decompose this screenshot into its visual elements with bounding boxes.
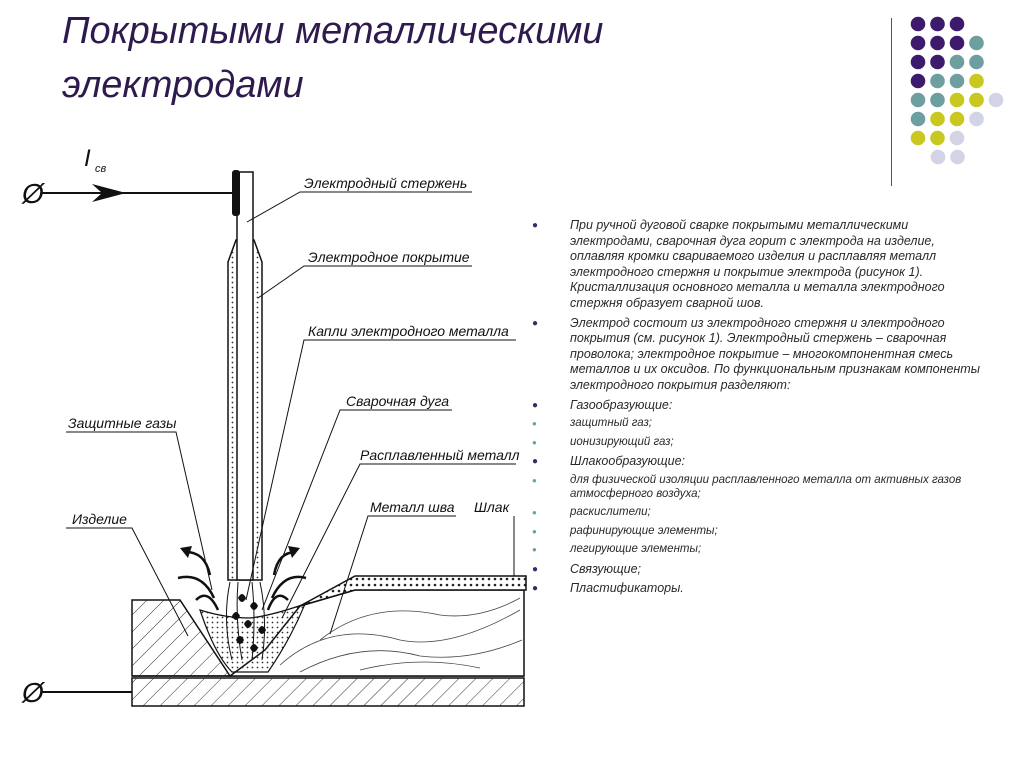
sub-bullet-text: для физической изоляции расплавленного м… bbox=[570, 473, 962, 500]
bullet-item: ● Шлакообразующие: bbox=[532, 454, 990, 470]
decor-dot bbox=[950, 149, 965, 165]
bullet-text: Пластификаторы. bbox=[570, 581, 684, 596]
decor-dot bbox=[949, 92, 965, 108]
bullet-item: ● Пластификаторы. bbox=[532, 581, 990, 597]
terminal-top-symbol: Ø bbox=[21, 178, 46, 209]
sub-bullet-marker-icon: ● bbox=[532, 508, 537, 518]
decor-dot bbox=[930, 92, 945, 108]
decor-dot bbox=[949, 54, 965, 70]
label-gases: Защитные газы bbox=[68, 415, 177, 431]
decor-dot bbox=[930, 35, 945, 51]
bullet-marker-icon: ● bbox=[532, 399, 539, 411]
label-arc: Сварочная дуга bbox=[346, 393, 449, 409]
bullet-item: ● Электрод состоит из электродного стержн… bbox=[532, 316, 990, 394]
decor-dot bbox=[969, 92, 984, 108]
terminal-bottom-symbol: Ø bbox=[21, 677, 46, 708]
current-arrow-icon bbox=[92, 184, 126, 202]
current-symbol: I bbox=[84, 145, 91, 172]
label-leader-lines bbox=[66, 191, 516, 637]
sub-bullet-text: рафинирующие элементы; bbox=[570, 524, 718, 537]
sub-bullet-item: ● ионизирующий газ; bbox=[532, 436, 990, 450]
decor-dot bbox=[930, 54, 945, 70]
decor-dot bbox=[949, 35, 965, 51]
slide-title: Покрытыми металлическими электродами bbox=[62, 10, 604, 106]
gas-arrowheads bbox=[180, 546, 300, 558]
bullet-marker-icon: ● bbox=[532, 563, 539, 575]
label-weld: Металл шва bbox=[370, 499, 455, 515]
decor-dot bbox=[910, 111, 926, 127]
bullet-marker-icon: ● bbox=[532, 220, 539, 231]
sub-bullet-text: защитный газ; bbox=[570, 417, 652, 430]
bullet-marker-icon: ● bbox=[532, 583, 539, 595]
bullet-item: ● Связующие; bbox=[532, 562, 990, 578]
decor-dot bbox=[910, 54, 926, 70]
decor-dot bbox=[930, 111, 945, 127]
divider-line bbox=[891, 18, 892, 186]
bullet-text: Газообразующие: bbox=[570, 397, 673, 412]
bullet-marker-icon: ● bbox=[532, 317, 539, 329]
bullet-text: Электрод состоит из электродного стержня… bbox=[570, 315, 980, 392]
decor-dot bbox=[930, 149, 946, 165]
decor-dot bbox=[969, 35, 984, 51]
decor-dot bbox=[949, 111, 965, 127]
sub-bullet-text: раскислители; bbox=[570, 506, 651, 519]
decor-dot bbox=[910, 16, 926, 32]
sub-bullet-item: ● для физической изоляции расплавленного … bbox=[532, 474, 990, 501]
current-subscript: св bbox=[95, 163, 107, 175]
weld-metal-texture bbox=[279, 597, 523, 673]
bullet-item: ● Газообразующие: bbox=[532, 398, 990, 414]
arc-lines bbox=[225, 581, 266, 661]
decorative-dot-grid bbox=[910, 16, 1004, 165]
decor-dot bbox=[910, 73, 926, 89]
decor-dot bbox=[930, 16, 945, 32]
electrode-rod bbox=[236, 171, 254, 581]
decor-dot bbox=[969, 73, 984, 89]
decor-dot bbox=[969, 54, 984, 70]
bullet-text: Связующие; bbox=[570, 561, 642, 576]
decor-dot bbox=[949, 16, 965, 32]
decor-dot bbox=[910, 92, 926, 108]
sub-bullet-list: ● для физической изоляции расплавленного … bbox=[532, 474, 990, 557]
label-molten: Расплавленный металл bbox=[360, 447, 520, 463]
sub-bullet-marker-icon: ● bbox=[532, 526, 537, 536]
label-drops: Капли электродного металла bbox=[308, 323, 509, 339]
label-slag: Шлак bbox=[474, 499, 511, 515]
sub-bullet-marker-icon: ● bbox=[532, 475, 537, 485]
bullet-marker-icon: ● bbox=[532, 456, 539, 468]
bullet-list: ● При ручной дуговой сварке покрытыми мет… bbox=[532, 218, 990, 597]
decor-dot bbox=[949, 73, 965, 89]
decor-dot bbox=[930, 130, 945, 146]
content-text: ● При ручной дуговой сварке покрытыми мет… bbox=[532, 218, 990, 601]
label-workpiece: Изделие bbox=[72, 511, 127, 527]
bullet-text: Шлакообразующие: bbox=[570, 454, 686, 469]
sub-bullet-item: ● защитный газ; bbox=[532, 417, 990, 431]
sub-bullet-list: ● защитный газ; ● ионизирующий газ; bbox=[532, 417, 990, 449]
decor-dot bbox=[949, 130, 965, 146]
bullet-item: ● При ручной дуговой сварке покрытыми мет… bbox=[532, 218, 990, 312]
welding-diagram: Ø Ø I св Электродный стержень Электродно… bbox=[21, 145, 527, 708]
label-coating: Электродное покрытие bbox=[308, 249, 470, 265]
sub-bullet-item: ● рафинирующие элементы; bbox=[532, 525, 990, 539]
sub-bullet-text: ионизирующий газ; bbox=[570, 435, 674, 448]
sub-bullet-item: ● раскислители; bbox=[532, 506, 990, 520]
decor-dot bbox=[910, 35, 926, 51]
sub-bullet-item: ● легирующие элементы; bbox=[532, 543, 990, 557]
slag-layer bbox=[299, 575, 527, 607]
decor-dot bbox=[910, 130, 926, 146]
decor-dot bbox=[930, 73, 945, 89]
decor-dot bbox=[988, 92, 1004, 108]
bullet-text: При ручной дуговой сварке покрытыми мета… bbox=[570, 218, 945, 310]
sub-bullet-marker-icon: ● bbox=[532, 545, 537, 555]
sub-bullet-text: легирующие элементы; bbox=[570, 543, 702, 556]
label-rod: Электродный стержень bbox=[304, 175, 467, 191]
sub-bullet-marker-icon: ● bbox=[532, 437, 537, 447]
sub-bullet-marker-icon: ● bbox=[532, 419, 537, 429]
decor-dot bbox=[969, 111, 984, 127]
